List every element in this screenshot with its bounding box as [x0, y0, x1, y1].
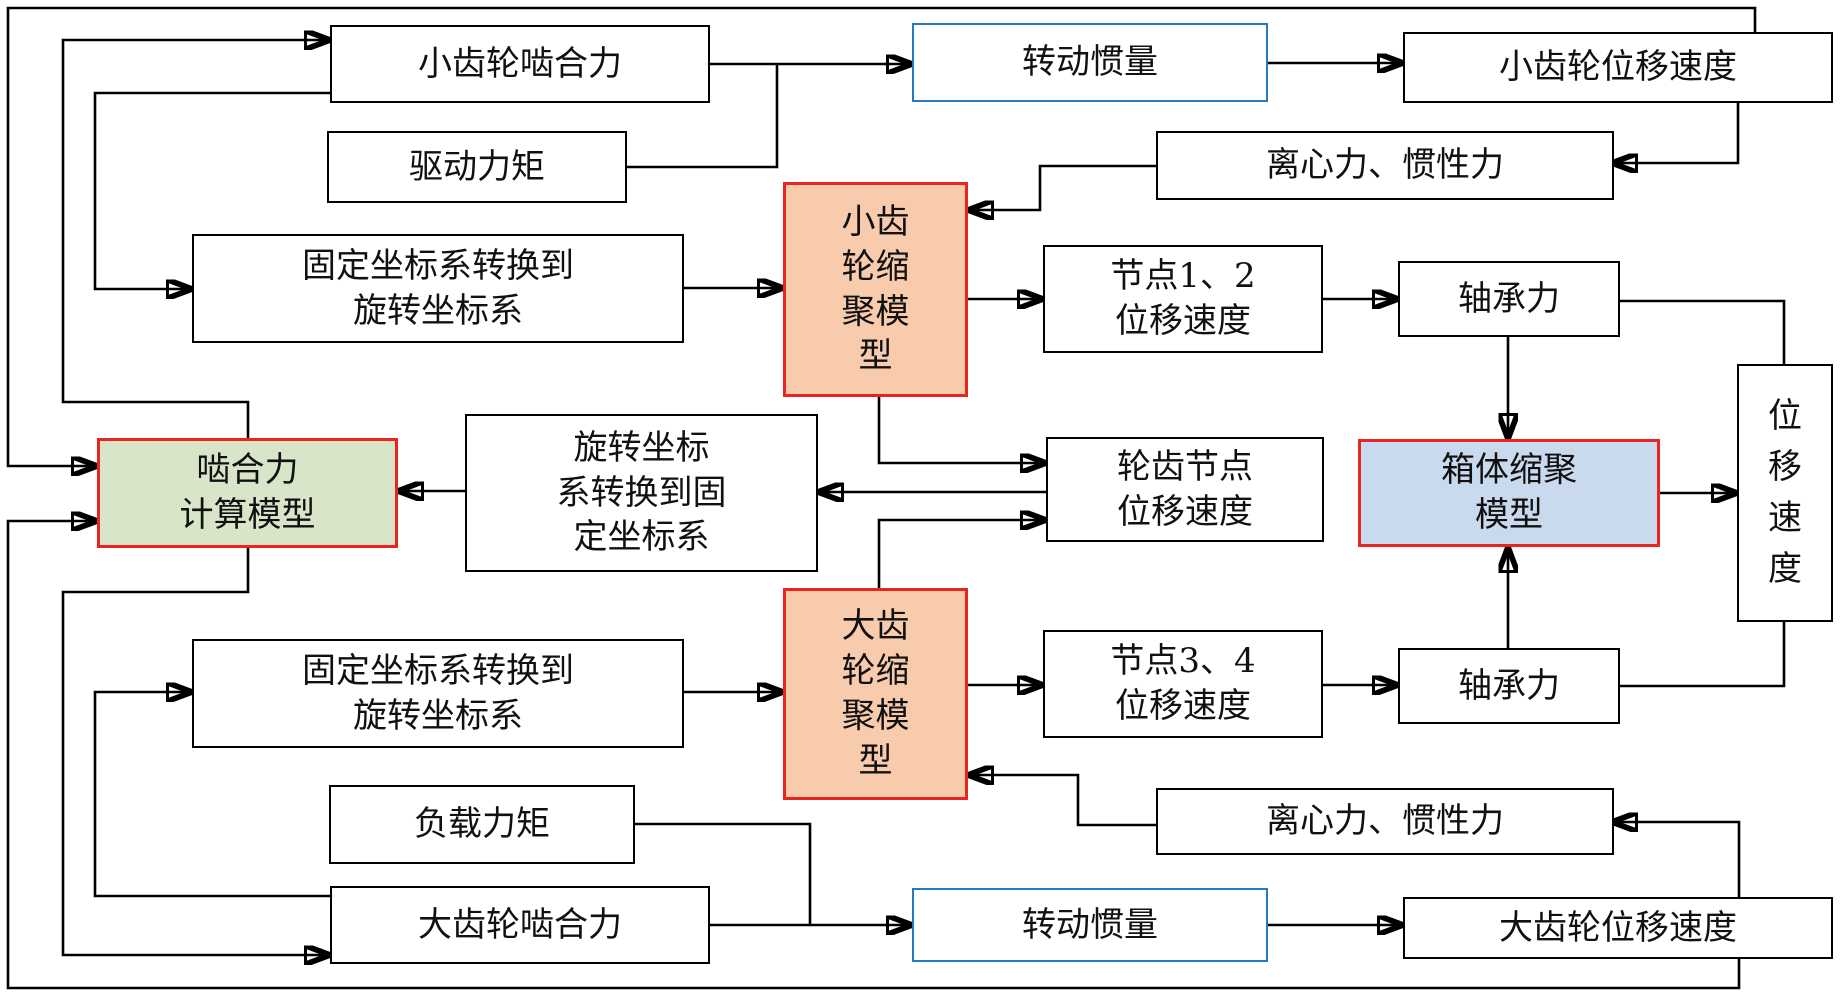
arrow-bottom-feedback-loop	[6, 521, 1741, 990]
node-drive-torque: 驱动力矩	[327, 131, 627, 203]
arrow-gear-disp-vel-to-centrifugal-bottom	[1614, 822, 1741, 897]
arrow-gear-mesh-force-to-fixed-to-rot-bottom	[93, 692, 330, 898]
node-pinion-displacement-velocity: 小齿轮位移速度	[1403, 32, 1833, 103]
node-fixed-to-rotating-transform-top: 固定坐标系转换到 旋转坐标系	[192, 234, 684, 343]
node-rotating-to-fixed-transform: 旋转坐标 系转换到固 定坐标系	[465, 414, 818, 572]
node-moment-of-inertia-top: 转动惯量	[912, 23, 1268, 102]
arrow-pinion-mesh-force-to-fixed-to-rot-top	[93, 91, 330, 289]
arrow-top-feedback-loop	[6, 6, 1757, 466]
node-mesh-force-calculation-model: 啮合力 计算模型	[97, 438, 398, 548]
line-drive-torque-junction	[627, 64, 779, 169]
node-load-torque: 负载力矩	[329, 785, 635, 864]
node-centrifugal-inertial-force-bottom: 离心力、惯性力	[1156, 788, 1614, 855]
node-moment-of-inertia-bottom: 转动惯量	[912, 888, 1268, 962]
node-centrifugal-inertial-force-top: 离心力、惯性力	[1156, 131, 1614, 200]
line-bearing-top-to-disp-vel	[1620, 299, 1786, 364]
node-gear-condensed-model: 大齿 轮缩 聚模 型	[783, 588, 968, 800]
node-node12-displacement-velocity: 节点1、2 位移速度	[1043, 245, 1323, 353]
arrow-pinion-condensed-to-tooth-node	[877, 397, 1044, 463]
node-gear-displacement-velocity: 大齿轮位移速度	[1403, 897, 1833, 959]
node-bearing-force-bottom: 轴承力	[1398, 648, 1620, 724]
arrow-centrifugal-bottom-to-gear-condensed	[970, 775, 1156, 827]
arrow-gear-condensed-to-tooth-node	[877, 520, 1044, 588]
arrow-meshcalc-to-pinion-mesh-force	[61, 40, 328, 438]
arrow-pinion-disp-vel-to-centrifugal-top	[1614, 103, 1740, 163]
node-gear-mesh-force: 大齿轮啮合力	[330, 886, 710, 964]
line-load-torque-junction	[635, 822, 812, 925]
node-node34-displacement-velocity: 节点3、4 位移速度	[1043, 630, 1323, 738]
line-bearing-bottom-to-disp-vel	[1620, 622, 1786, 688]
arrow-centrifugal-top-to-pinion-condensed	[970, 164, 1156, 210]
node-displacement-velocity: 位 移 速 度	[1737, 364, 1833, 622]
node-pinion-mesh-force: 小齿轮啮合力	[330, 25, 710, 103]
node-pinion-condensed-model: 小齿 轮缩 聚模 型	[783, 182, 968, 397]
node-bearing-force-top: 轴承力	[1398, 261, 1620, 337]
node-fixed-to-rotating-transform-bottom: 固定坐标系转换到 旋转坐标系	[192, 639, 684, 748]
node-housing-condensed-model: 箱体缩聚 模型	[1358, 439, 1660, 547]
node-tooth-node-displacement-velocity: 轮齿节点 位移速度	[1046, 437, 1324, 542]
arrow-meshcalc-to-gear-mesh-force	[61, 548, 328, 955]
